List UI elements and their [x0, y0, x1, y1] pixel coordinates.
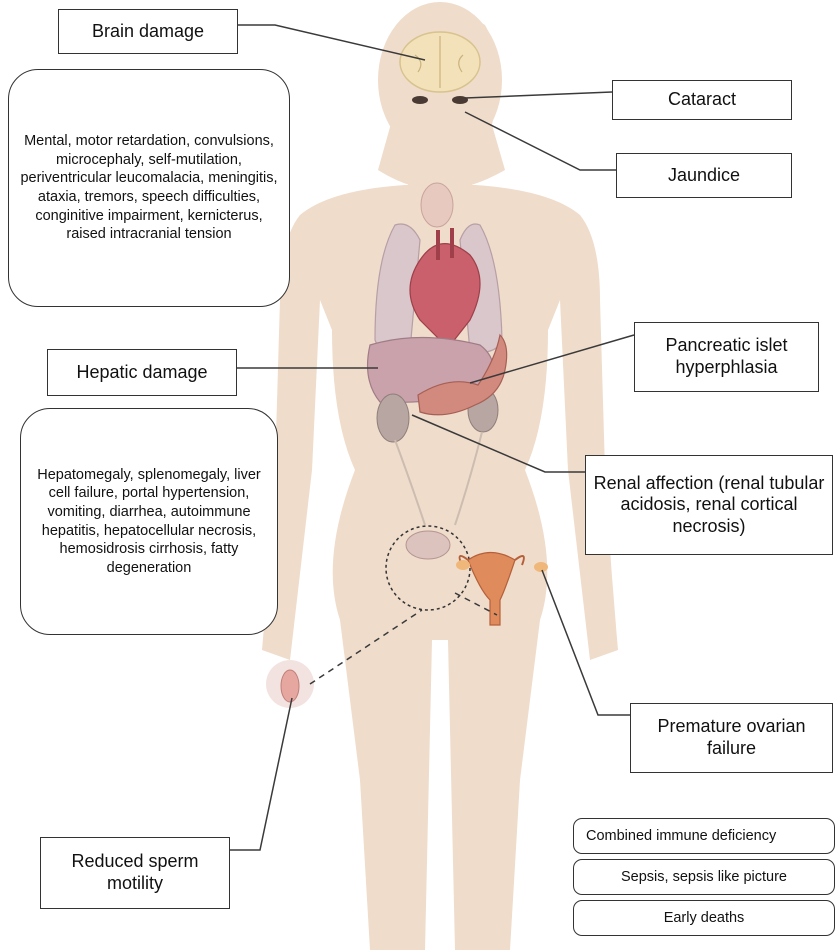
jaundice-label: Jaundice	[668, 165, 740, 187]
hepatic-damage-box: Hepatic damage	[47, 349, 237, 396]
hepatic-detail-text: Hepatomegaly, splenomegaly, liver cell f…	[31, 466, 267, 577]
early-deaths-box: Early deaths	[573, 900, 835, 936]
testis-illustration	[266, 660, 314, 708]
brain-detail-box: Mental, motor retardation, convulsions, …	[8, 69, 290, 307]
immune-deficiency-label: Combined immune deficiency	[586, 828, 776, 844]
ovarian-label: Premature ovarian failure	[656, 716, 807, 759]
pancreatic-box: Pancreatic islet hyperphlasia	[634, 322, 819, 392]
jaundice-box: Jaundice	[616, 153, 792, 198]
brain-damage-label: Brain damage	[92, 21, 204, 43]
early-deaths-label: Early deaths	[664, 910, 745, 926]
sperm-label: Reduced sperm motility	[53, 851, 217, 894]
renal-box: Renal affection (renal tubular acidosis,…	[585, 455, 833, 555]
sepsis-box: Sepsis, sepsis like picture	[573, 859, 835, 895]
body-silhouette	[262, 2, 618, 950]
brain-damage-box: Brain damage	[58, 9, 238, 54]
renal-label: Renal affection (renal tubular acidosis,…	[590, 473, 828, 538]
sepsis-label: Sepsis, sepsis like picture	[621, 869, 787, 885]
hepatic-damage-label: Hepatic damage	[76, 362, 207, 384]
pancreatic-label: Pancreatic islet hyperphlasia	[645, 335, 808, 378]
immune-deficiency-box: Combined immune deficiency	[573, 818, 835, 854]
brain-detail-text: Mental, motor retardation, convulsions, …	[19, 132, 279, 243]
sperm-box: Reduced sperm motility	[40, 837, 230, 909]
cataract-box: Cataract	[612, 80, 792, 120]
ovarian-box: Premature ovarian failure	[630, 703, 833, 773]
brain-illustration	[400, 32, 480, 92]
thyroid-illustration	[421, 183, 453, 227]
cataract-label: Cataract	[668, 89, 736, 111]
hepatic-detail-box: Hepatomegaly, splenomegaly, liver cell f…	[20, 408, 278, 635]
